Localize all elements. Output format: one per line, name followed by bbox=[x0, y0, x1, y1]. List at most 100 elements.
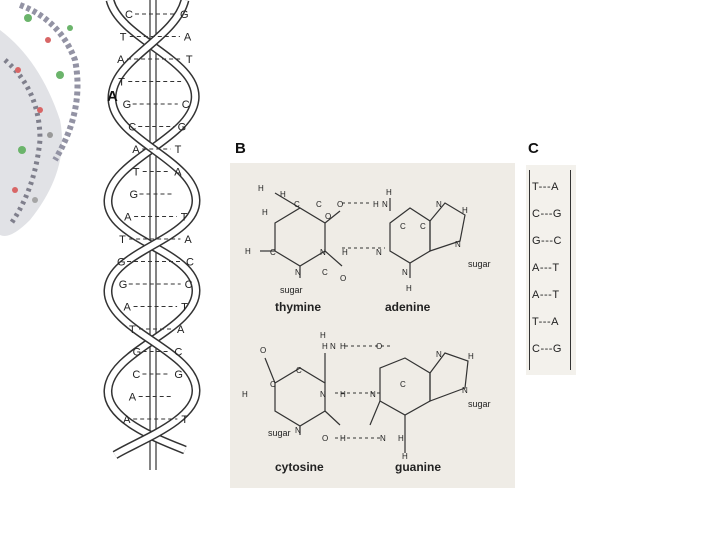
svg-text:N: N bbox=[402, 268, 408, 277]
base-letter: T bbox=[181, 414, 188, 426]
base-letter: A bbox=[124, 212, 132, 224]
svg-text:H: H bbox=[340, 434, 346, 443]
base-letter: C bbox=[185, 279, 193, 291]
base-letter: T bbox=[118, 77, 125, 89]
svg-text:H: H bbox=[340, 342, 346, 351]
svg-text:C: C bbox=[400, 222, 406, 231]
ladder-base-pair: A---T bbox=[532, 262, 560, 274]
svg-text:H: H bbox=[340, 390, 346, 399]
svg-text:N: N bbox=[330, 342, 336, 351]
svg-text:C: C bbox=[316, 200, 322, 209]
base-letter: A bbox=[117, 54, 125, 66]
svg-text:C: C bbox=[420, 222, 426, 231]
svg-text:N: N bbox=[382, 200, 388, 209]
base-letter: G bbox=[123, 99, 132, 111]
svg-text:N: N bbox=[320, 390, 326, 399]
svg-text:N: N bbox=[376, 248, 382, 257]
svg-text:N: N bbox=[370, 390, 376, 399]
cytosine-ring bbox=[275, 368, 325, 426]
ladder-base-pair: T---A bbox=[532, 316, 559, 328]
base-letter: T bbox=[186, 54, 193, 66]
svg-text:O: O bbox=[337, 200, 343, 209]
base-letter: C bbox=[186, 257, 194, 269]
base-letter: A bbox=[174, 167, 182, 179]
svg-text:N: N bbox=[436, 200, 442, 209]
svg-text:H: H bbox=[262, 208, 268, 217]
svg-text:C: C bbox=[294, 200, 300, 209]
svg-text:H: H bbox=[468, 352, 474, 361]
svg-text:C: C bbox=[322, 268, 328, 277]
base-letter: G bbox=[174, 369, 183, 381]
molecular-model-image bbox=[0, 5, 78, 236]
ladder-base-pair: C---G bbox=[532, 343, 562, 355]
svg-text:H: H bbox=[320, 331, 326, 340]
svg-text:N: N bbox=[295, 426, 301, 435]
base-letter: A bbox=[184, 32, 192, 44]
base-letter: A bbox=[129, 392, 137, 404]
svg-text:N: N bbox=[462, 386, 468, 395]
svg-text:N: N bbox=[436, 350, 442, 359]
svg-text:H: H bbox=[245, 247, 251, 256]
svg-text:H: H bbox=[406, 284, 412, 293]
base-letter: A bbox=[177, 324, 185, 336]
base-letter: T bbox=[119, 234, 126, 246]
svg-text:H: H bbox=[242, 390, 248, 399]
panel-label-a: A bbox=[107, 88, 118, 105]
svg-text:N: N bbox=[295, 268, 301, 277]
base-letter: C bbox=[132, 369, 140, 381]
svg-text:O: O bbox=[340, 274, 346, 283]
base-letter: T bbox=[175, 144, 182, 156]
base-letter: A bbox=[123, 414, 131, 426]
svg-text:C: C bbox=[270, 380, 276, 389]
base-letter: G bbox=[129, 189, 138, 201]
base-letter: G bbox=[180, 9, 189, 21]
svg-text:N: N bbox=[320, 248, 326, 257]
base-letter: G bbox=[119, 279, 128, 291]
svg-text:H: H bbox=[258, 184, 264, 193]
thymine-ring bbox=[275, 208, 325, 266]
base-letter: A bbox=[132, 144, 140, 156]
base-letter: G bbox=[117, 257, 126, 269]
base-letter: C bbox=[174, 347, 182, 359]
svg-text:H: H bbox=[322, 342, 328, 351]
svg-text:H: H bbox=[280, 190, 286, 199]
ladder-rail-left bbox=[529, 170, 530, 370]
base-letter: C bbox=[182, 99, 190, 111]
ladder-base-pair: T---A bbox=[532, 181, 559, 193]
sugar-label: sugar bbox=[268, 428, 291, 438]
panel-label-b: B bbox=[235, 140, 246, 157]
base-letter: C bbox=[128, 122, 136, 134]
svg-text:O: O bbox=[376, 342, 382, 351]
svg-text:C: C bbox=[400, 380, 406, 389]
thymine-label: thymine bbox=[275, 300, 321, 314]
panel-label-c: C bbox=[528, 140, 539, 157]
base-letter: C bbox=[125, 9, 133, 21]
base-letter: T bbox=[181, 302, 188, 314]
sugar-label: sugar bbox=[280, 285, 303, 295]
svg-text:H: H bbox=[386, 188, 392, 197]
svg-text:H: H bbox=[342, 248, 348, 257]
base-letter: T bbox=[120, 32, 127, 44]
base-letter: T bbox=[133, 167, 140, 179]
ladder-base-pair: G---C bbox=[532, 235, 562, 247]
base-letter: A bbox=[184, 234, 192, 246]
svg-text:O: O bbox=[325, 212, 331, 221]
svg-text:H: H bbox=[373, 200, 379, 209]
svg-text:O: O bbox=[260, 346, 266, 355]
svg-text:C: C bbox=[296, 366, 302, 375]
cytosine-label: cytosine bbox=[275, 460, 324, 474]
base-letter: G bbox=[178, 122, 187, 134]
guanine-label: guanine bbox=[395, 460, 441, 474]
adenine-label: adenine bbox=[385, 300, 431, 314]
double-helix-panel: CGTAATTGCCGATTAGATTAGCGCATTAGCCGAAT bbox=[0, 0, 215, 470]
ladder-rail-right bbox=[570, 170, 571, 370]
svg-text:C: C bbox=[270, 248, 276, 257]
base-letter: A bbox=[124, 302, 132, 314]
base-letter: T bbox=[129, 324, 136, 336]
base-letter: T bbox=[181, 212, 188, 224]
svg-text:N: N bbox=[380, 434, 386, 443]
